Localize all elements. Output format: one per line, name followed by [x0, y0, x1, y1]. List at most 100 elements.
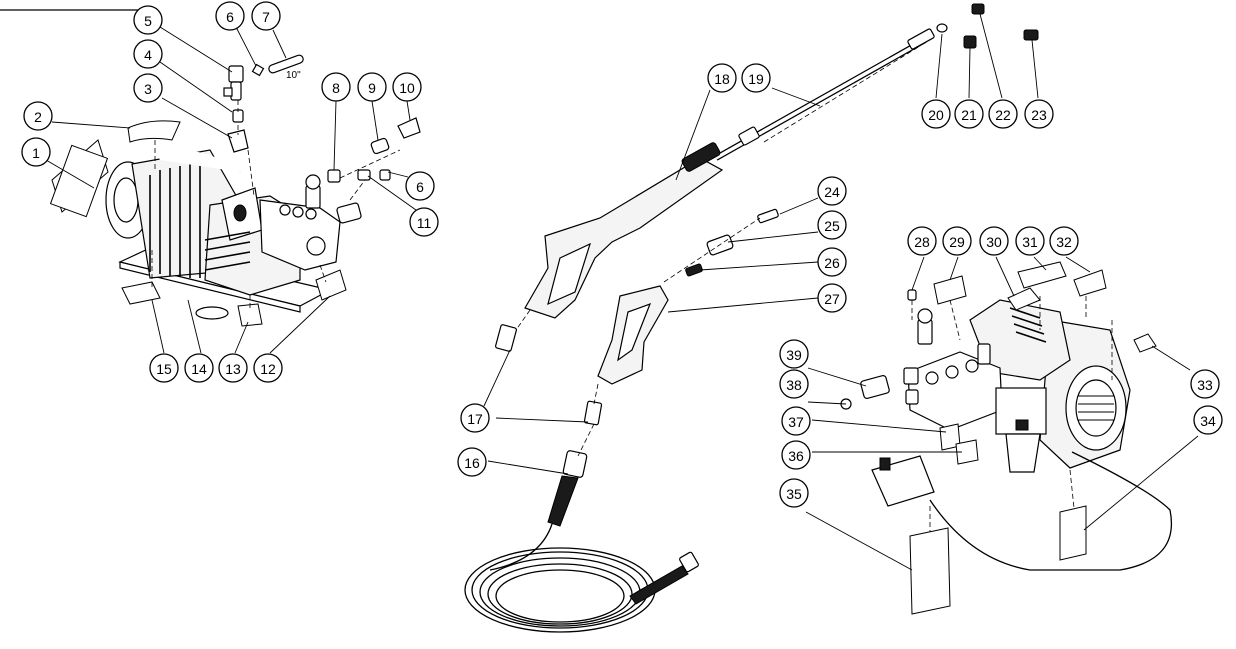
callout-36: 36: [781, 440, 811, 470]
callout-circle: [457, 447, 487, 477]
callout-label: 17: [467, 411, 483, 427]
callout-label: 7: [262, 9, 270, 25]
callout-circle: [1190, 369, 1220, 399]
callout-9: 9: [357, 72, 387, 102]
callout-label: 30: [986, 234, 1002, 250]
callout-label: 3: [144, 81, 152, 97]
callout-label: 20: [928, 107, 944, 123]
callout-label: 15: [156, 361, 172, 377]
callout-label: 6: [226, 9, 234, 25]
callout-circle: [781, 406, 811, 436]
callout-label: 4: [144, 47, 152, 63]
callout-label: 1: [32, 145, 40, 161]
callout-circle: [942, 226, 972, 256]
callout-label: 34: [1200, 413, 1216, 429]
callout-circle: [817, 176, 847, 206]
callout-circle: [817, 283, 847, 313]
callout-circle: [988, 99, 1018, 129]
callout-circle: [779, 478, 809, 508]
callout-label: 23: [1031, 107, 1047, 123]
callout-circle: [21, 137, 51, 167]
callout-label: 32: [1056, 234, 1072, 250]
callout-circle: [741, 63, 771, 93]
callout-34: 34: [1193, 405, 1223, 435]
callout-39: 39: [779, 339, 809, 369]
callout-circle: [133, 73, 163, 103]
callout-5: 5: [133, 5, 163, 35]
callout-16: 16: [457, 447, 487, 477]
callout-circle: [907, 226, 937, 256]
callout-6: 6: [215, 1, 245, 31]
callout-label: 11: [417, 215, 432, 231]
callout-label: 18: [714, 71, 730, 87]
callout-label: 36: [788, 448, 804, 464]
callout-circle: [184, 353, 214, 383]
callout-1: 1: [21, 137, 51, 167]
callout-37: 37: [781, 406, 811, 436]
spray-gun-hose-assembly: [464, 3, 1039, 633]
callout-circle: [133, 5, 163, 35]
callout-circle: [817, 247, 847, 277]
callout-label: 24: [824, 184, 840, 200]
callout-38: 38: [779, 369, 809, 399]
callout-circle: [357, 72, 387, 102]
callout-circle: [133, 39, 163, 69]
callout-circle: [979, 226, 1009, 256]
callout-label: 9: [368, 80, 376, 96]
callout-18: 18: [707, 63, 737, 93]
callout-label: 21: [961, 107, 977, 123]
callout-circle: [460, 403, 490, 433]
callout-12: 12: [253, 353, 283, 383]
callout-circle: [954, 99, 984, 129]
callout-circle: [817, 210, 847, 240]
callout-label: 29: [949, 234, 965, 250]
callout-35: 35: [779, 478, 809, 508]
callout-19: 19: [741, 63, 771, 93]
callout-label: 16: [464, 455, 480, 471]
callout-22: 22: [988, 99, 1018, 129]
callout-21: 21: [954, 99, 984, 129]
callout-label: 14: [191, 361, 207, 377]
callout-circle: [707, 63, 737, 93]
motor-pump-assembly-right: [840, 261, 1172, 615]
callout-circle: [215, 1, 245, 31]
callout-label: 2: [34, 109, 42, 125]
motor-pump-assembly-left: 10": [49, 54, 421, 327]
callout-23: 23: [1024, 99, 1054, 129]
callout-25: 25: [817, 210, 847, 240]
callout-label: 25: [824, 218, 840, 234]
callout-label: 27: [824, 291, 840, 307]
callout-circle: [409, 207, 439, 237]
callout-10: 10: [392, 72, 422, 102]
callout-7: 7: [251, 1, 281, 31]
callout-4: 4: [133, 39, 163, 69]
callout-label: 5: [144, 13, 152, 29]
callout-label: 37: [788, 414, 804, 430]
callout-circle: [253, 353, 283, 383]
callout-label: 12: [260, 361, 276, 377]
callout-27: 27: [817, 283, 847, 313]
callout-circle: [149, 353, 179, 383]
callout-26: 26: [817, 247, 847, 277]
callout-32: 32: [1049, 226, 1079, 256]
callout-circle: [779, 339, 809, 369]
callout-8: 8: [321, 72, 351, 102]
callout-circle: [1015, 226, 1045, 256]
callout-circle: [321, 72, 351, 102]
hose-length-note: 10": [286, 70, 301, 81]
callout-label: 22: [995, 107, 1011, 123]
callout-circle: [251, 1, 281, 31]
callout-label: 26: [824, 255, 840, 271]
callout-20: 20: [921, 99, 951, 129]
callout-label: 19: [748, 71, 764, 87]
callout-3: 3: [133, 73, 163, 103]
callout-label: 28: [914, 234, 930, 250]
callout-33: 33: [1190, 369, 1220, 399]
leader-lines: [45, 13, 1199, 571]
callout-28: 28: [907, 226, 937, 256]
callout-label: 10: [399, 80, 415, 96]
callout-label: 31: [1022, 234, 1038, 250]
callout-2: 2: [23, 101, 53, 131]
